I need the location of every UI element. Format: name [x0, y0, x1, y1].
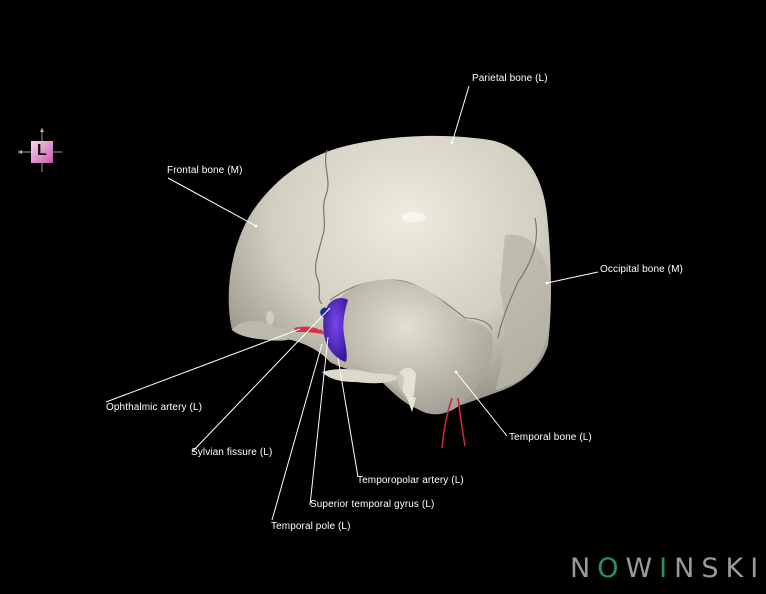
- leader-lines: [105, 85, 599, 521]
- label-occipital-bone[interactable]: Occipital bone (M): [600, 264, 683, 275]
- orientation-axes-icon: [18, 128, 62, 172]
- label-sylvian-fissure[interactable]: Sylvian fissure (L): [191, 447, 273, 458]
- logo-letter: I: [750, 552, 766, 584]
- logo-figure-i-icon: I: [659, 552, 675, 584]
- internal-carotid-shape: [441, 397, 466, 449]
- temporal-lobe-shape: [323, 297, 348, 362]
- label-superior-temporal-gyrus[interactable]: Superior temporal gyrus (L): [310, 499, 435, 510]
- label-temporopolar-artery[interactable]: Temporopolar artery (L): [357, 475, 464, 486]
- logo-brain-o-icon: O: [597, 552, 626, 584]
- nowinski-logo: N O W I N S K I: [570, 552, 766, 584]
- logo-letter: S: [701, 552, 726, 584]
- logo-letter: N: [570, 552, 598, 584]
- temporal-bone-shape: [336, 279, 493, 415]
- logo-letter: W: [625, 552, 660, 584]
- orientation-letter: L: [37, 142, 47, 159]
- label-temporal-pole[interactable]: Temporal pole (L): [271, 521, 351, 532]
- label-parietal-bone[interactable]: Parietal bone (L): [472, 73, 548, 84]
- orientation-cube[interactable]: L: [18, 128, 62, 172]
- label-temporal-bone[interactable]: Temporal bone (L): [509, 432, 592, 443]
- label-frontal-bone[interactable]: Frontal bone (M): [167, 165, 243, 176]
- logo-letter: N: [674, 552, 702, 584]
- logo-letter: K: [725, 552, 751, 584]
- label-ophthalmic-artery[interactable]: Ophthalmic artery (L): [106, 402, 203, 413]
